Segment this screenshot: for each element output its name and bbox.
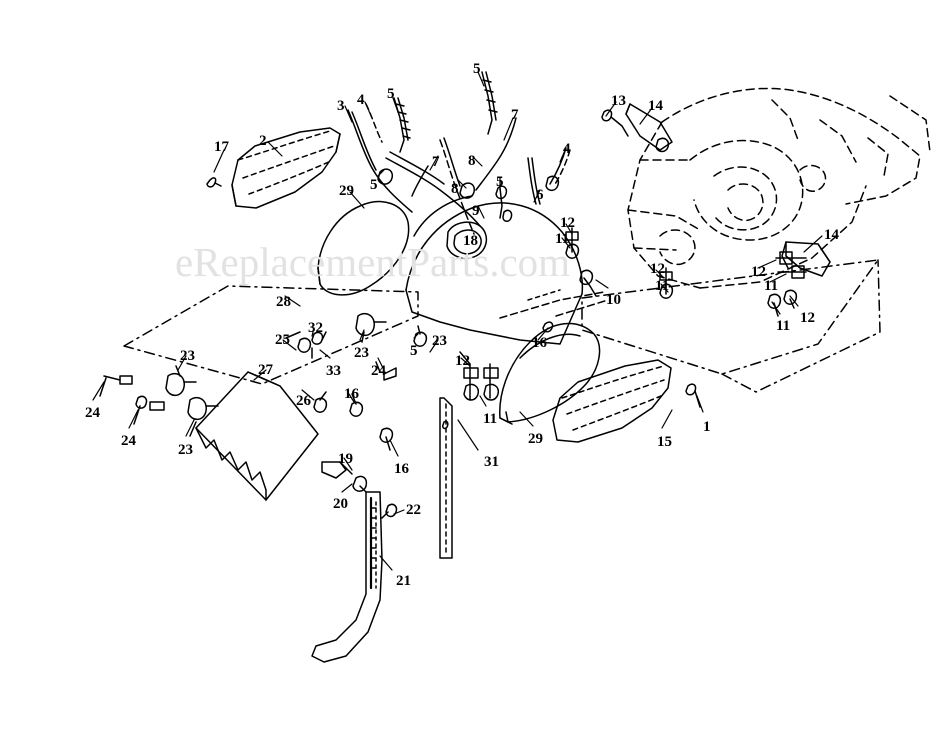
callout-23: 23 xyxy=(178,442,193,458)
part-15-right-shield xyxy=(552,359,672,443)
part-10-lift-rod xyxy=(579,269,597,297)
callout-23: 23 xyxy=(354,345,369,361)
part-31-depth-bar xyxy=(439,397,453,559)
callout-14: 14 xyxy=(648,98,663,114)
hardware-cluster-c xyxy=(775,251,807,279)
callout-18: 18 xyxy=(463,233,478,249)
callout-10: 10 xyxy=(606,292,621,308)
callout-5: 5 xyxy=(473,61,481,77)
callout-11: 11 xyxy=(555,231,570,247)
part-21-drag-stake xyxy=(311,491,383,663)
callout-31: 31 xyxy=(484,454,499,470)
callout-21: 21 xyxy=(396,573,411,589)
callout-4: 4 xyxy=(357,92,365,108)
callout-26: 26 xyxy=(296,393,311,409)
callout-12: 12 xyxy=(650,261,665,277)
callout-2: 2 xyxy=(259,133,267,149)
part-16-inner-shield xyxy=(499,322,601,423)
callout-16: 16 xyxy=(532,335,547,351)
callout-12: 12 xyxy=(751,264,766,280)
linkage-rods-assembly xyxy=(347,71,571,235)
part-16-hardware-lower xyxy=(349,393,394,451)
part-20-fastener xyxy=(352,475,368,493)
part-27-drag-shield xyxy=(195,371,319,501)
part-29-left-curved-shield xyxy=(317,200,410,296)
callout-8: 8 xyxy=(451,181,459,197)
callout-32: 32 xyxy=(308,320,323,336)
callout-12: 12 xyxy=(800,310,815,326)
watermark: eReplacementParts.com xyxy=(175,239,571,285)
callout-15: 15 xyxy=(657,434,672,450)
callout-14: 14 xyxy=(824,227,839,243)
part-14-lower-bracket xyxy=(781,241,831,277)
part-19-clip xyxy=(321,461,353,479)
callout-9: 9 xyxy=(472,203,480,219)
callout-4: 4 xyxy=(563,141,571,157)
callout-8: 8 xyxy=(468,153,476,169)
callout-17: 17 xyxy=(214,139,229,155)
hood-assembly xyxy=(405,195,609,345)
callout-5: 5 xyxy=(387,86,395,102)
callout-27: 27 xyxy=(258,362,273,378)
callout-20: 20 xyxy=(333,496,348,512)
callout-11: 11 xyxy=(764,278,779,294)
rear-panel-left-phantom xyxy=(123,285,419,385)
hardware-cluster-e xyxy=(459,351,500,401)
callout-24: 24 xyxy=(85,405,100,421)
callout-24: 24 xyxy=(121,433,136,449)
hardware-cluster-a xyxy=(565,227,580,259)
callout-19: 19 xyxy=(338,451,353,467)
callout-22: 22 xyxy=(406,502,421,518)
callout-11: 11 xyxy=(483,411,498,427)
rear-panel-right-phantom xyxy=(581,259,881,393)
callout-29: 29 xyxy=(339,183,354,199)
leader-lines xyxy=(92,71,823,571)
part-29-right-shield-edge xyxy=(499,417,513,425)
callout-33: 33 xyxy=(326,363,341,379)
part-17-pin xyxy=(206,177,222,188)
part-26-hardware xyxy=(313,391,328,413)
callout-7: 7 xyxy=(432,154,440,170)
part-13-pin xyxy=(601,109,629,137)
callout-23: 23 xyxy=(432,333,447,349)
part-14-upper-bracket xyxy=(625,103,673,153)
callout-12: 12 xyxy=(560,215,575,231)
callout-29: 29 xyxy=(528,431,543,447)
callout-24: 24 xyxy=(371,363,386,379)
callout-3: 3 xyxy=(337,98,345,114)
callout-28: 28 xyxy=(276,294,291,310)
callout-13: 13 xyxy=(611,93,626,109)
callout-11: 11 xyxy=(655,278,670,294)
pivot-hardware-left xyxy=(99,312,428,437)
callout-25: 25 xyxy=(275,332,290,348)
callout-5: 5 xyxy=(370,177,378,193)
callout-1: 1 xyxy=(703,419,711,435)
callout-5: 5 xyxy=(410,343,418,359)
tiller-frame-phantom xyxy=(627,87,931,289)
callout-23: 23 xyxy=(180,348,195,364)
callout-5: 5 xyxy=(496,174,504,190)
callout-16: 16 xyxy=(344,386,359,402)
part-22-fastener xyxy=(381,503,398,519)
callout-12: 12 xyxy=(455,353,470,369)
part-2-left-shield xyxy=(231,127,341,209)
part-1-pin-right xyxy=(685,383,701,408)
callout-16: 16 xyxy=(394,461,409,477)
part-16-fastener xyxy=(542,321,554,333)
callout-7: 7 xyxy=(511,107,519,123)
callout-11: 11 xyxy=(776,318,791,334)
callout-6: 6 xyxy=(536,187,544,203)
